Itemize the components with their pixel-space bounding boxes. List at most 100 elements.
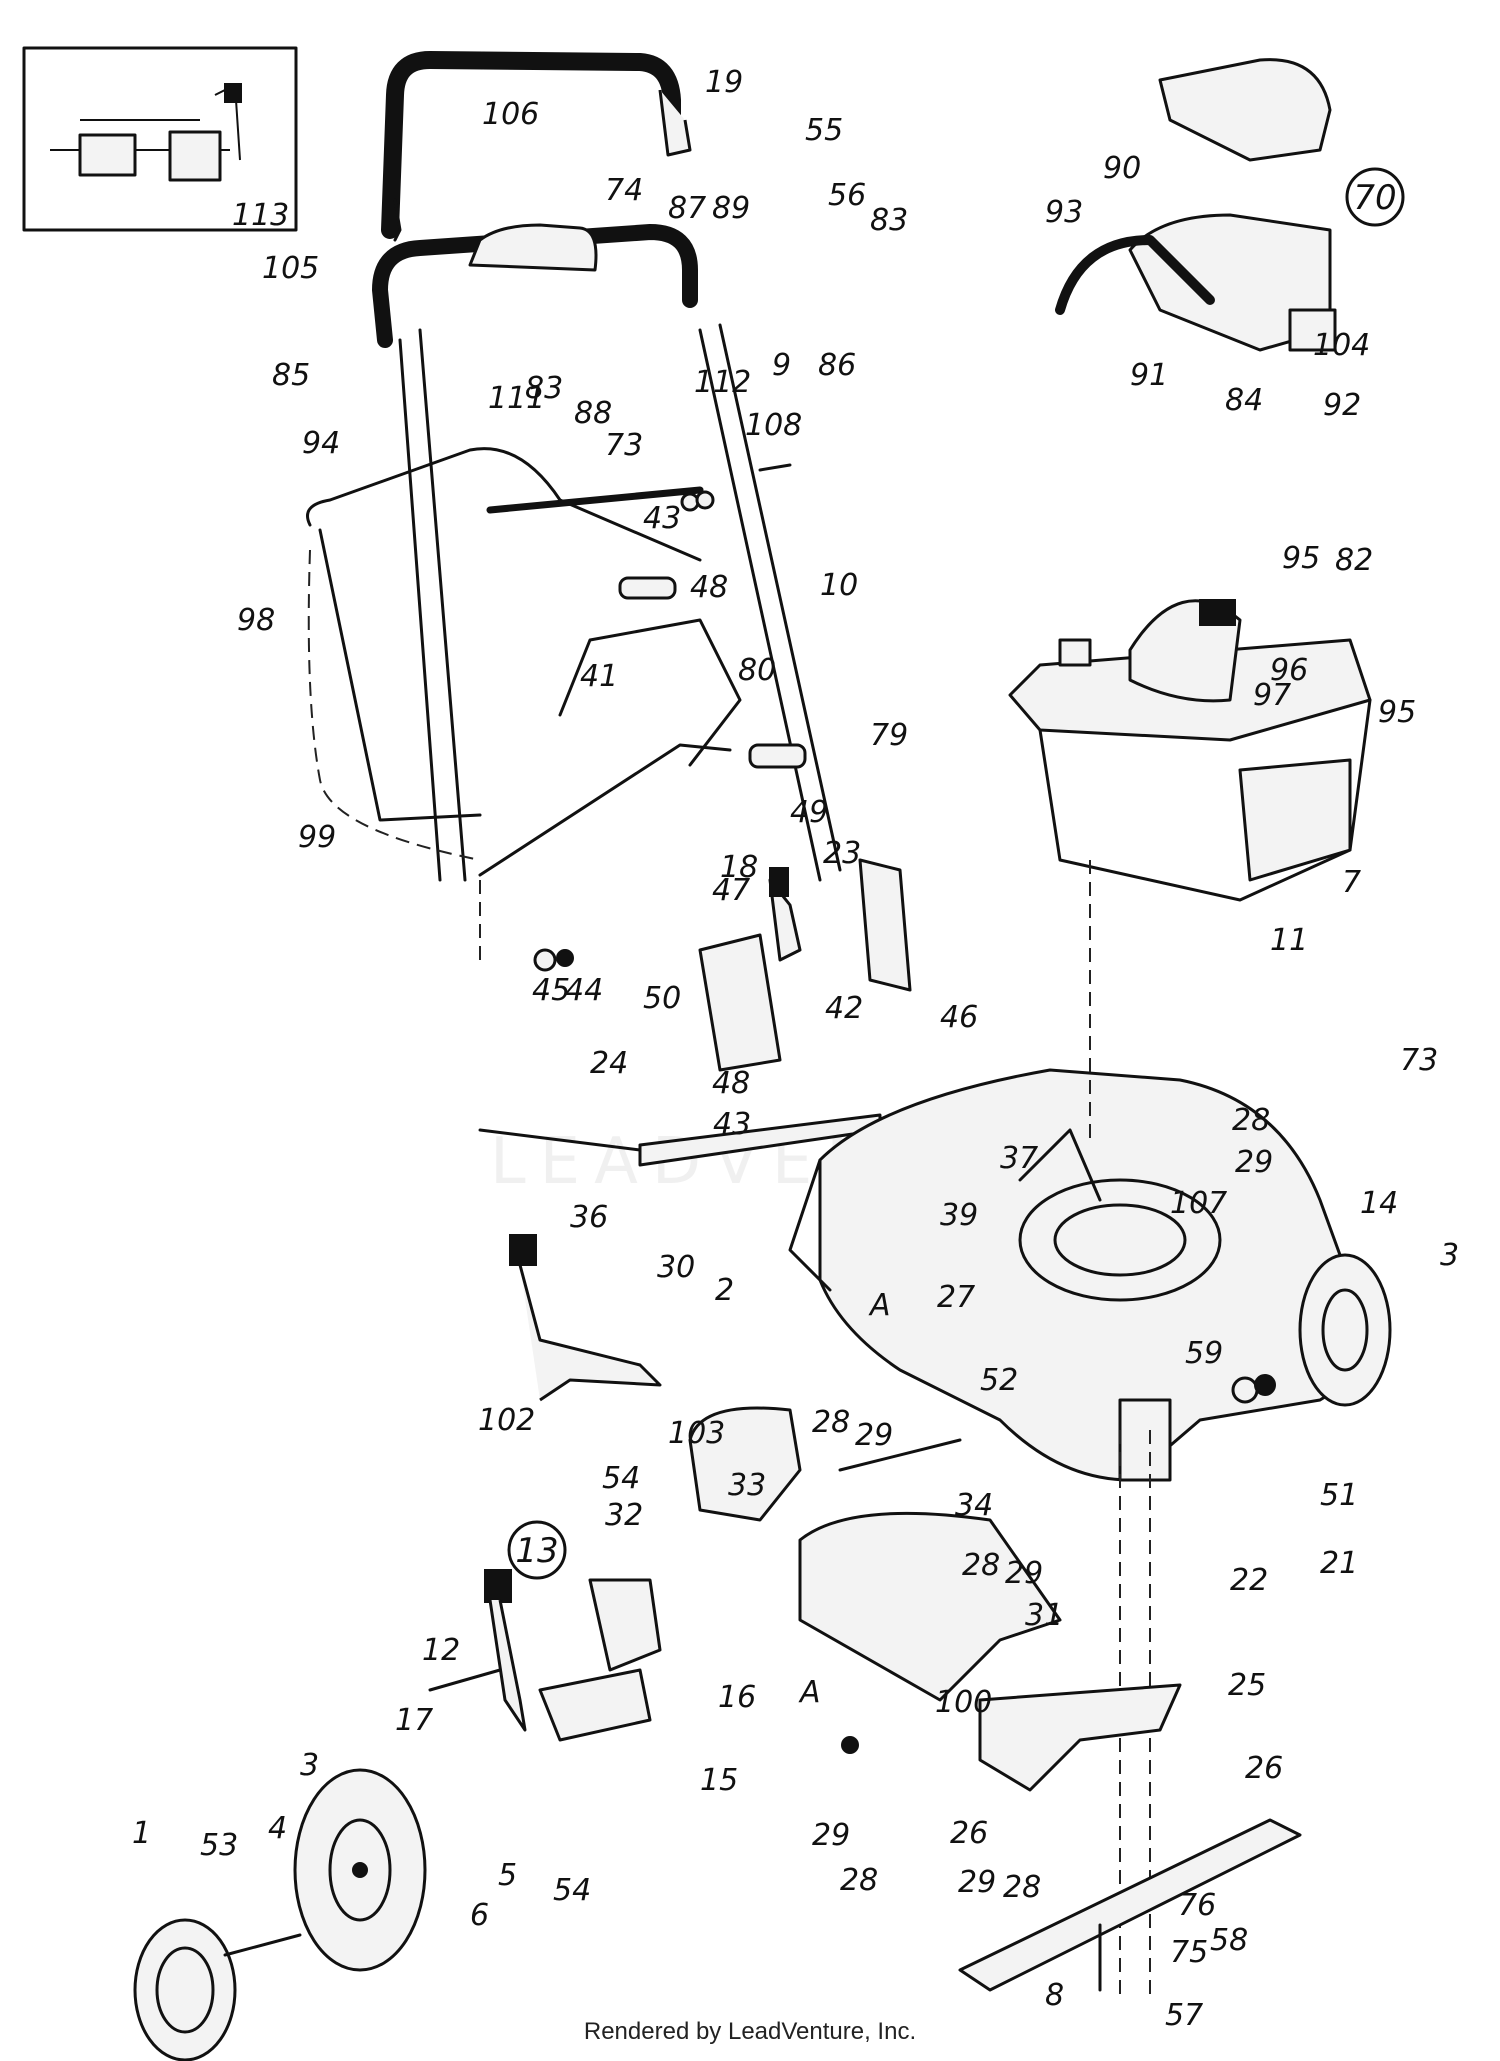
part-label-28d: 28 — [840, 1863, 878, 1898]
part-label-103: 103 — [668, 1416, 725, 1451]
part-label-24: 24 — [590, 1046, 628, 1081]
part-label-17: 17 — [395, 1703, 433, 1738]
part-label-29a: 29 — [1235, 1145, 1273, 1180]
part-label-3a: 3 — [1440, 1238, 1459, 1273]
part-label-39: 39 — [940, 1198, 978, 1233]
part-label-94: 94 — [302, 426, 340, 461]
part-label-105: 105 — [262, 251, 319, 286]
handle-knob-lower — [748, 743, 807, 769]
part-label-10: 10 — [820, 568, 858, 603]
part-label-48b: 48 — [712, 1066, 750, 1101]
part-label-76: 76 — [1178, 1888, 1216, 1923]
part-label-84: 84 — [1225, 383, 1263, 418]
part-label-45: 45 — [532, 973, 570, 1008]
part-label-37: 37 — [1000, 1141, 1038, 1176]
part-label-111: 111 — [488, 381, 545, 416]
part-label-95a: 95 — [1282, 541, 1320, 576]
part-label-82: 82 — [1335, 543, 1373, 578]
part-label-48a: 48 — [690, 570, 728, 605]
part-label-75: 75 — [1170, 1935, 1208, 1970]
part-label-2: 2 — [715, 1273, 734, 1308]
circled-label-text: 70 — [1353, 178, 1396, 218]
part-label-54b: 54 — [553, 1873, 591, 1908]
part-label-28a: 28 — [1232, 1103, 1270, 1138]
part-label-31: 31 — [1025, 1598, 1063, 1633]
wheel-front — [133, 1768, 427, 2061]
circled-label-70: 70 — [1345, 167, 1405, 227]
part-label-58: 58 — [1210, 1923, 1248, 1958]
part-label-112: 112 — [694, 365, 751, 400]
part-label-100: 100 — [935, 1685, 992, 1720]
part-label-86: 86 — [818, 348, 856, 383]
part-label-104: 104 — [1313, 328, 1370, 363]
blade-adapter — [978, 1683, 1182, 1792]
part-label-26a: 26 — [1245, 1751, 1283, 1786]
engine — [1008, 599, 1372, 902]
part-label-53: 53 — [200, 1828, 238, 1863]
part-label-23: 23 — [823, 836, 861, 871]
part-label-28c: 28 — [962, 1548, 1000, 1583]
part-label-95b: 95 — [1378, 695, 1416, 730]
part-label-51: 51 — [1320, 1478, 1358, 1513]
part-label-54a: 54 — [602, 1461, 640, 1496]
part-label-47: 47 — [712, 873, 750, 908]
part-label-29e: 29 — [958, 1865, 996, 1900]
upper-handle — [381, 51, 692, 242]
part-label-43b: 43 — [713, 1107, 751, 1142]
part-label-99: 99 — [298, 820, 336, 855]
part-label-11: 11 — [1270, 923, 1308, 958]
part-label-16: 16 — [718, 1680, 756, 1715]
part-label-8: 8 — [1045, 1978, 1064, 2013]
part-label-96: 96 — [1270, 653, 1308, 688]
blade — [958, 1818, 1302, 1992]
bag-handle — [558, 618, 742, 767]
circled-label-13: 13 — [507, 1520, 567, 1580]
part-label-106: 106 — [482, 97, 539, 132]
part-label-80: 80 — [738, 653, 776, 688]
part-label-29c: 29 — [1005, 1556, 1043, 1591]
part-label-3b: 3 — [300, 1748, 319, 1783]
part-label-92: 92 — [1323, 388, 1361, 423]
part-label-87: 87 — [668, 191, 706, 226]
part-label-33: 33 — [728, 1468, 766, 1503]
circled-label-text: 13 — [515, 1531, 558, 1571]
part-label-50: 50 — [643, 981, 681, 1016]
part-label-89: 89 — [712, 191, 750, 226]
part-label-79: 79 — [870, 718, 908, 753]
part-label-32: 32 — [605, 1498, 643, 1533]
part-label-49: 49 — [790, 795, 828, 830]
handle-bracket — [698, 858, 912, 1072]
height-adjuster-rear — [509, 1234, 662, 1402]
part-label-97: 97 — [1253, 678, 1291, 713]
part-label-73a: 73 — [605, 428, 643, 463]
part-label-6: 6 — [470, 1898, 489, 1933]
part-label-21: 21 — [1320, 1546, 1358, 1581]
part-label-22: 22 — [1230, 1563, 1268, 1598]
inset-box-113 — [22, 46, 298, 232]
circled-labels: 70 13 — [507, 167, 1405, 1580]
part-label-93: 93 — [1045, 195, 1083, 230]
part-label-29b: 29 — [855, 1418, 893, 1453]
part-label-74: 74 — [605, 173, 643, 208]
part-label-90: 90 — [1103, 151, 1141, 186]
part-label-56: 56 — [828, 178, 866, 213]
grass-bag — [306, 447, 732, 960]
part-label-108: 108 — [745, 408, 802, 443]
part-label-46: 46 — [940, 1000, 978, 1035]
part-label-34: 34 — [955, 1488, 993, 1523]
lower-handle — [372, 223, 842, 882]
part-label-83a: 83 — [870, 203, 908, 238]
handle-knob-upper — [618, 576, 677, 600]
deflector-assembly — [688, 1406, 1062, 1702]
part-label-113: 113 — [232, 198, 289, 233]
part-label-12: 12 — [422, 1633, 460, 1668]
part-label-7: 7 — [1342, 865, 1361, 900]
part-label-44: 44 — [565, 973, 603, 1008]
part-label-15: 15 — [700, 1763, 738, 1798]
part-label-18: 18 — [720, 850, 758, 885]
height-adjuster-front — [484, 1569, 662, 1742]
part-label-14: 14 — [1360, 1186, 1398, 1221]
part-label-43a: 43 — [643, 501, 681, 536]
part-label-a1: A — [868, 1288, 891, 1323]
